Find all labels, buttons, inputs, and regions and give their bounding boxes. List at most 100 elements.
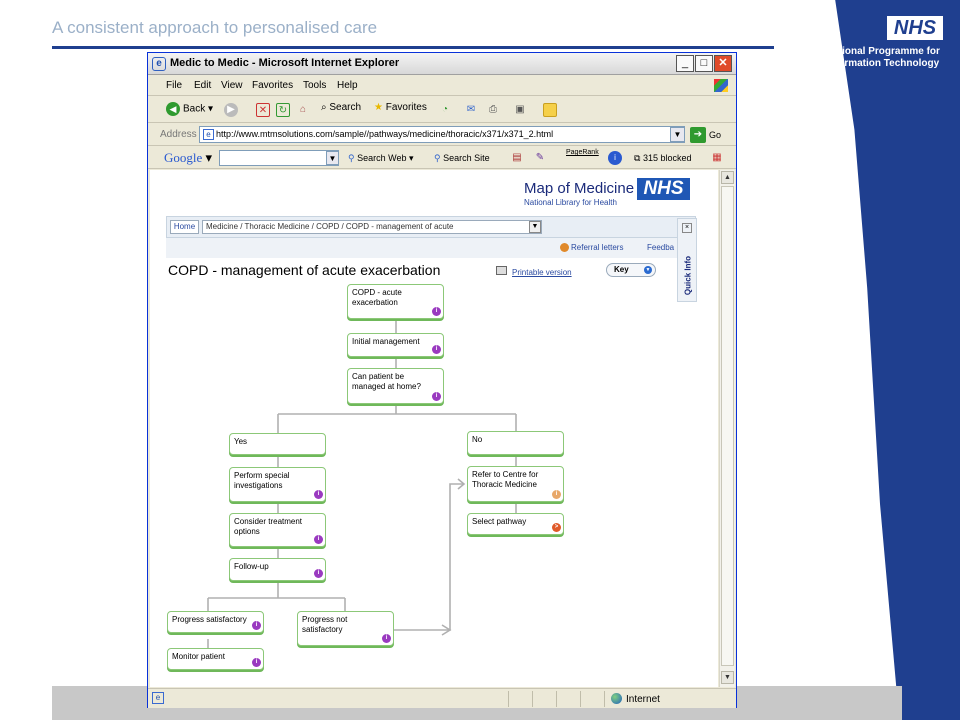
menu-edit[interactable]: Edit [194,80,212,91]
star-icon: ★ [374,102,383,113]
go-arrow-icon[interactable]: ➔ [690,127,706,143]
referral-label: Referral letters [571,243,624,252]
node-label: COPD - acute exacerbation [352,288,402,307]
pathway-node-no[interactable]: No [467,431,564,455]
pathway-node-initial-management[interactable]: Initial management i [347,333,444,357]
close-button[interactable]: ✕ [714,55,732,72]
search-site-label: Search Site [443,153,490,163]
back-button[interactable]: ◀Back ▾ [166,102,213,116]
node-label: Progress not satisfactory [302,615,348,634]
edit-icon[interactable]: ▣ [515,104,525,115]
standard-toolbar: ◀Back ▾ ▶ ✕ ↻ ⌂ ⌕ Search ★ Favorites ◔ ✉… [148,97,736,123]
stop-button[interactable]: ✕ [256,103,270,117]
pathway-node-progress-satisfactory[interactable]: Progress satisfactory i [167,611,264,633]
pathway-node-copd-acute-exacerbation[interactable]: COPD - acute exacerbation i [347,284,444,319]
info-badge-icon[interactable]: i [432,345,441,354]
maximize-button[interactable]: □ [695,55,713,72]
autofill-icon[interactable]: ▦ [712,152,722,163]
home-icon[interactable]: ⌂ [299,104,307,115]
pathway-node-progress-not-satisfactory[interactable]: Progress not satisfactory i [297,611,394,646]
highlight-icon[interactable]: ✎ [535,152,545,163]
pathway-node-monitor-patient[interactable]: Monitor patient i [167,648,264,670]
pagerank-meter[interactable]: PageRank [566,149,599,157]
menu-file[interactable]: File [166,80,183,91]
slide-title: A consistent approach to personalised ca… [52,18,378,37]
search-button[interactable]: ⌕ Search [321,102,361,113]
vertical-scrollbar[interactable]: ▲ ▼ [719,170,735,687]
scrollbar-thumb[interactable] [721,186,734,666]
search-web-label: Search Web [357,153,407,163]
breadcrumb-text: Medicine / Thoracic Medicine / COPD / CO… [206,222,454,231]
close-icon[interactable]: × [682,223,692,233]
window-titlebar[interactable]: e Medic to Medic - Microsoft Internet Ex… [148,53,736,75]
pathway-title: COPD - management of acute exacerbation [168,262,441,278]
google-search-dropdown[interactable]: ▼ [326,151,339,165]
google-logo-text: Google [164,150,203,165]
scroll-down-icon[interactable]: ▼ [721,671,734,684]
pathway-node-follow-up[interactable]: Follow-up i [229,558,326,581]
address-input[interactable]: e http://www.mtmsolutions.com/sample//pa… [199,126,685,143]
pathway-node-select-pathway[interactable]: Select pathway > [467,513,564,535]
pathway-node-treatment-options[interactable]: Consider treatment options i [229,513,326,547]
pathway-node-refer-thoracic[interactable]: Refer to Centre for Thoracic Medicine i [467,466,564,502]
info-badge-icon[interactable]: i [314,535,323,544]
key-button[interactable]: Key ▼ [606,263,656,277]
print-icon[interactable]: ⎙ [489,104,497,115]
google-toolbar: Google ▾ ▼ ⚲ Search Web ▾ ⚲ Search Site … [148,147,736,169]
referral-badge-icon[interactable]: i [552,490,561,499]
google-logo[interactable]: Google ▾ [164,150,213,165]
messenger-icon[interactable] [543,103,557,117]
search-site-button[interactable]: ⚲ Search Site [434,153,490,164]
quick-info-tab[interactable]: × Quick Info [677,218,697,302]
breadcrumb-dropdown-icon[interactable]: ▼ [529,221,541,233]
back-arrow-icon: ◀ [166,102,180,116]
history-icon[interactable]: ◔ [441,104,449,115]
refresh-button[interactable]: ↻ [276,103,290,117]
referral-letters-link[interactable]: Referral letters [560,243,624,253]
status-divider [508,691,509,707]
breadcrumb-select[interactable]: Medicine / Thoracic Medicine / COPD / CO… [202,220,542,234]
info-badge-icon[interactable]: i [432,392,441,401]
favorites-button[interactable]: ★ Favorites [374,102,427,113]
status-divider [532,691,533,707]
node-label: Select pathway [472,517,527,526]
pathway-node-special-investigations[interactable]: Perform special investigations i [229,467,326,502]
node-label: Progress satisfactory [172,615,247,624]
popup-blocker[interactable]: ⧉ 315 blocked [634,153,692,164]
page-icon: e [203,129,214,140]
status-divider [580,691,581,707]
go-button[interactable]: Go [709,130,722,140]
info-icon[interactable]: i [608,151,622,165]
printable-version-link[interactable]: Printable version [512,268,572,277]
chevron-down-icon: ▼ [644,266,652,274]
arrow-badge-icon[interactable]: > [552,523,561,532]
node-label: Yes [234,437,248,446]
info-badge-icon[interactable]: i [252,621,261,630]
brand-nhs-logo: NHS [637,178,690,200]
info-badge-icon[interactable]: i [252,658,261,667]
forward-button[interactable]: ▶ [224,103,238,117]
search-web-button[interactable]: ⚲ Search Web ▾ [348,153,414,163]
scroll-up-icon[interactable]: ▲ [721,171,734,184]
menu-tools[interactable]: Tools [303,80,327,91]
info-badge-icon[interactable]: i [314,569,323,578]
mail-icon[interactable]: ✉ [466,104,476,115]
security-zone: Internet [626,694,660,705]
nhs-side-panel [835,0,960,720]
printer-icon[interactable] [496,266,507,275]
home-link[interactable]: Home [170,220,199,234]
menu-favorites[interactable]: Favorites [252,80,294,91]
menu-view[interactable]: View [221,80,243,91]
google-search-input[interactable] [219,150,339,166]
menu-help[interactable]: Help [337,80,358,91]
feedback-link[interactable]: Feedba [647,243,675,252]
pathway-node-managed-at-home[interactable]: Can patient be managed at home? i [347,368,444,404]
news-icon[interactable]: ▤ [512,152,522,163]
info-badge-icon[interactable]: i [314,490,323,499]
minimize-button[interactable]: _ [676,55,694,72]
globe-icon [611,693,622,704]
pathway-node-yes[interactable]: Yes [229,433,326,455]
address-dropdown-button[interactable]: ▼ [670,127,685,142]
info-badge-icon[interactable]: i [432,307,441,316]
info-badge-icon[interactable]: i [382,634,391,643]
